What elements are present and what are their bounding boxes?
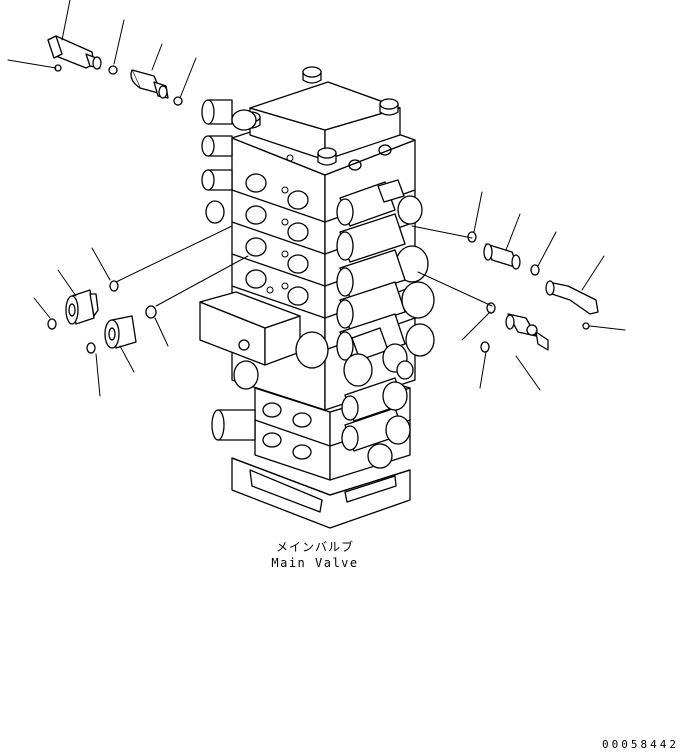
elbow-fitting: [47, 35, 102, 70]
top-bolt: [379, 98, 399, 116]
o-ring: [173, 96, 183, 106]
o-ring: [582, 322, 590, 330]
left-spool-caps: [201, 99, 257, 441]
o-ring: [109, 280, 119, 292]
union-fitting: [65, 289, 99, 325]
main-valve-body: [199, 66, 435, 529]
document-number: 00058442: [602, 738, 679, 751]
top-bolt: [302, 66, 322, 84]
straight-adapter: [483, 243, 521, 270]
union-fitting: [104, 315, 137, 349]
tee-fitting: [505, 313, 549, 351]
caption-english: Main Valve: [271, 556, 359, 570]
o-ring: [530, 264, 540, 276]
o-ring: [145, 305, 157, 319]
o-ring: [108, 65, 118, 75]
o-ring: [47, 318, 57, 330]
o-ring: [86, 342, 96, 354]
straight-adapter: [130, 69, 169, 99]
o-ring: [480, 341, 490, 353]
port-group-left: [245, 154, 309, 306]
top-bolt: [317, 147, 337, 166]
leader-lines: [7, 0, 626, 397]
caption-japanese: メインバルブ: [275, 540, 354, 554]
o-ring: [486, 302, 496, 314]
side-block: [199, 291, 329, 390]
elbow-fitting: [545, 280, 599, 315]
right-spool-caps: [336, 179, 435, 469]
